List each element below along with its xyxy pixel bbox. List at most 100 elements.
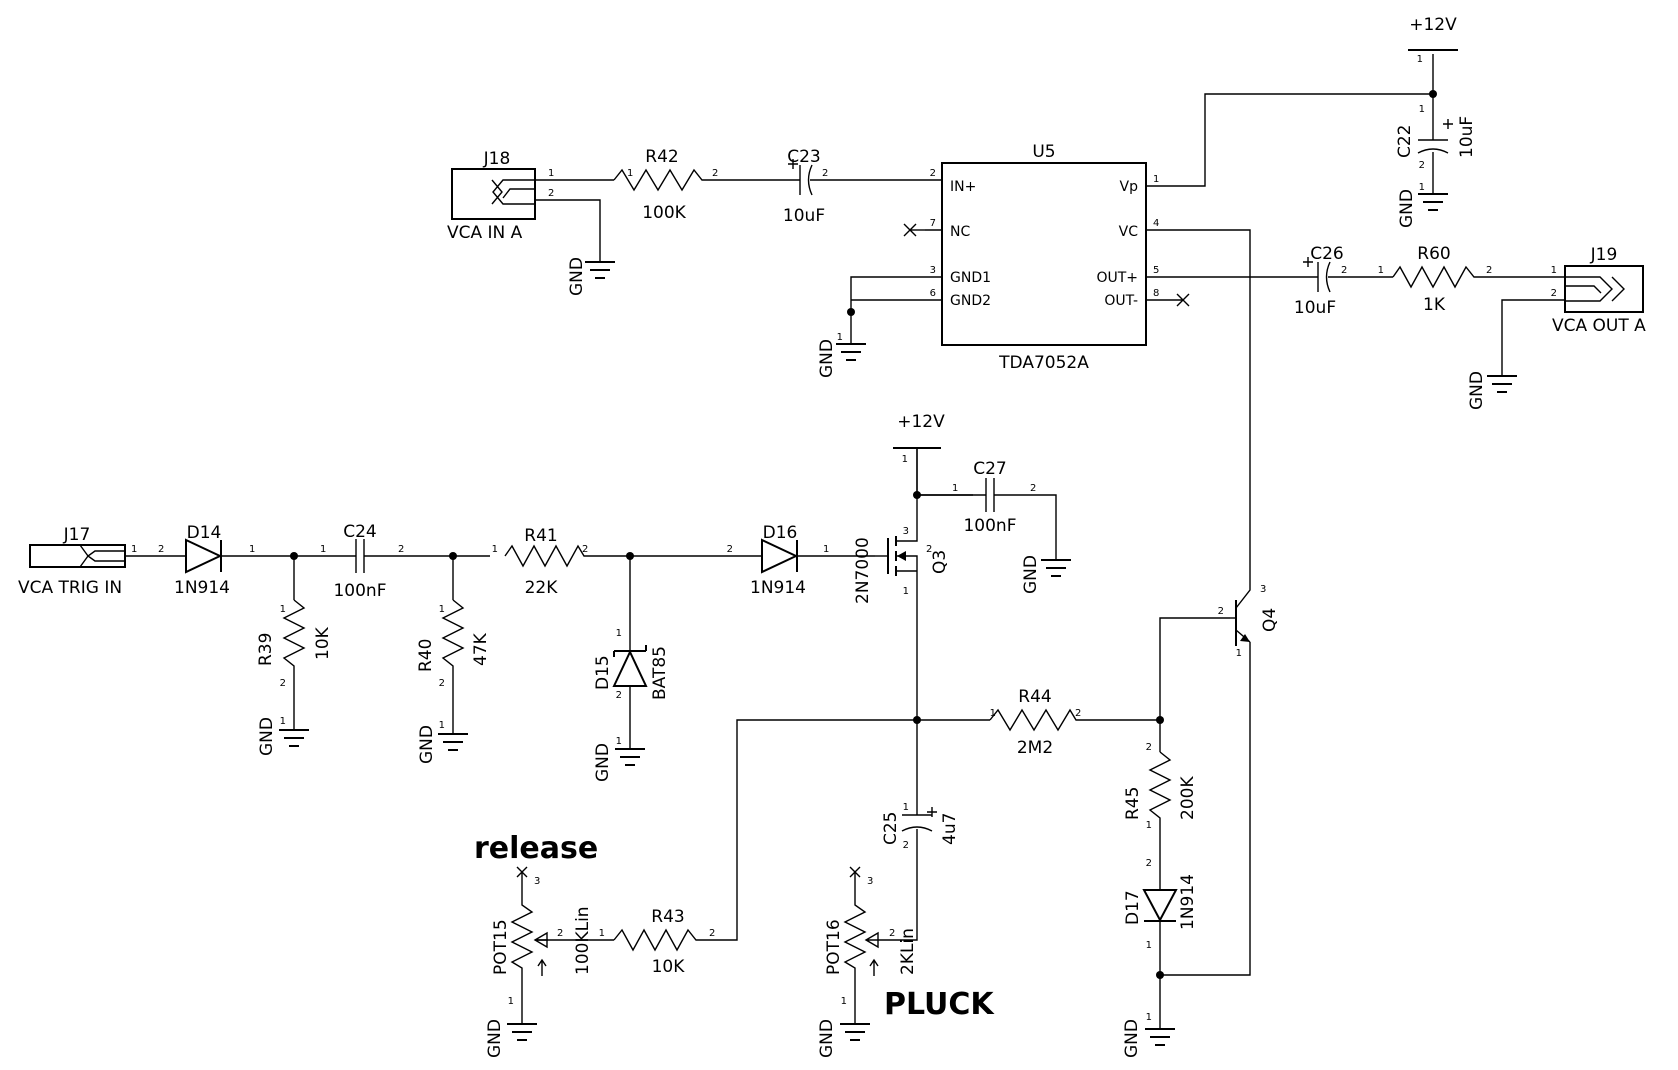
capacitor-c23[interactable]: C23 10uF 2 (779, 147, 828, 226)
resistor-r40[interactable]: R40 47K 1 2 (416, 599, 491, 690)
svg-text:10K: 10K (313, 626, 333, 660)
u5-amplifier: U5 TDA7052A IN+ NC GND1 GND2 Vp VC OUT+ … (925, 142, 1159, 373)
svg-text:2: 2 (1218, 606, 1224, 617)
resistor-r39[interactable]: R39 10K 1 2 (256, 599, 333, 690)
ground-symbols: GND GND 1 GND 1 GND GND 1 GND 1 GND (257, 182, 1517, 1058)
diode-d15[interactable]: D15 BAT85 1 2 (593, 628, 670, 701)
svg-text:1: 1 (492, 544, 498, 555)
svg-text:8: 8 (1153, 288, 1159, 299)
svg-text:GND: GND (485, 1019, 505, 1058)
svg-text:100nF: 100nF (333, 581, 386, 601)
svg-text:1: 1 (548, 168, 554, 179)
capacitor-c22[interactable]: C22 10uF 1 2 (1395, 104, 1477, 171)
svg-text:1: 1 (841, 996, 847, 1007)
svg-text:100nF: 100nF (963, 516, 1016, 536)
svg-text:10uF: 10uF (1457, 116, 1477, 158)
svg-text:GND1: GND1 (950, 270, 991, 286)
svg-text:3: 3 (903, 526, 909, 537)
svg-text:1: 1 (280, 716, 286, 727)
bjt-q4[interactable]: Q4 3 2 1 (1218, 575, 1280, 659)
svg-text:2: 2 (280, 678, 286, 689)
ground-symbol: GND 1 (485, 996, 537, 1058)
svg-text:2: 2 (709, 928, 715, 939)
svg-text:100KLin: 100KLin (573, 906, 593, 975)
svg-text:C22: C22 (1395, 124, 1415, 158)
svg-text:2: 2 (439, 678, 445, 689)
svg-text:1: 1 (1419, 182, 1425, 193)
pot-pot15[interactable]: POT15 100KLin 3 2 (491, 876, 593, 978)
capacitor-c25[interactable]: C25 4u7 1 2 (881, 802, 960, 851)
svg-text:1: 1 (1419, 104, 1425, 115)
capacitor-c24[interactable]: C24 100nF 1 2 (315, 522, 404, 601)
svg-text:D14: D14 (187, 523, 222, 543)
svg-text:1: 1 (952, 483, 958, 494)
ground-symbol: GND 1 (257, 716, 309, 756)
svg-text:Q3: Q3 (930, 550, 950, 574)
svg-text:R45: R45 (1123, 787, 1143, 820)
vcc-label: +12V (1409, 15, 1457, 35)
svg-text:R39: R39 (256, 633, 276, 666)
resistor-r42[interactable]: R42 100K 1 2 (613, 147, 718, 223)
svg-text:1: 1 (903, 802, 909, 813)
resistor-r44[interactable]: R44 2M2 1 2 (989, 687, 1082, 758)
svg-text:NC: NC (950, 224, 970, 240)
svg-text:1: 1 (280, 604, 286, 615)
ground-symbol: GND 1 (1122, 1012, 1175, 1058)
resistor-r43[interactable]: R43 10K 1 2 (599, 907, 716, 977)
j17-connector[interactable]: J17 VCA TRIG IN 1 2 (18, 525, 164, 598)
svg-text:BAT85: BAT85 (650, 646, 670, 700)
mosfet-q3[interactable]: 2N7000 Q3 3 1 2 (853, 526, 950, 604)
resistor-r60[interactable]: R60 1K 1 2 (1378, 244, 1493, 315)
j19-label: VCA OUT A (1552, 316, 1646, 336)
svg-text:5: 5 (1153, 265, 1159, 276)
u5-part: TDA7052A (998, 353, 1089, 373)
svg-text:1: 1 (1153, 174, 1159, 185)
j18-connector[interactable]: J18 VCA IN A 1 2 (447, 149, 554, 243)
svg-text:1: 1 (439, 604, 445, 615)
svg-text:Vp: Vp (1120, 179, 1139, 195)
j17-ref: J17 (63, 525, 91, 545)
capacitor-c26[interactable]: C26 10uF 2 (1294, 244, 1348, 318)
svg-text:2: 2 (616, 690, 622, 701)
svg-text:2: 2 (548, 188, 554, 199)
svg-text:1: 1 (837, 332, 843, 343)
ground-symbol: GND (1467, 371, 1517, 410)
svg-text:2: 2 (1551, 288, 1557, 299)
j19-connector[interactable]: J19 VCA OUT A 1 2 (1551, 245, 1647, 336)
svg-text:100K: 100K (642, 203, 686, 223)
svg-text:4u7: 4u7 (940, 813, 960, 845)
resistor-r45[interactable]: R45 200K 2 1 (1123, 742, 1198, 831)
pot-pot16[interactable]: POT16 2KLin 3 2 (824, 876, 918, 978)
j17-label: VCA TRIG IN (18, 578, 122, 598)
diode-d16[interactable]: D16 1N914 2 1 (727, 523, 830, 598)
svg-text:Q4: Q4 (1260, 608, 1280, 632)
svg-text:2: 2 (398, 544, 404, 555)
svg-text:1: 1 (823, 544, 829, 555)
svg-text:GND: GND (257, 717, 277, 756)
diode-d14[interactable]: D14 1N914 1 (168, 523, 255, 598)
svg-text:2: 2 (1341, 265, 1347, 276)
svg-text:2: 2 (1030, 483, 1036, 494)
svg-text:1: 1 (320, 544, 326, 555)
svg-text:D15: D15 (593, 655, 613, 690)
capacitor-c27[interactable]: C27 100nF 1 2 (917, 459, 1036, 536)
svg-text:3: 3 (930, 265, 936, 276)
svg-text:1: 1 (627, 168, 633, 179)
svg-text:GND: GND (417, 725, 437, 764)
svg-text:C27: C27 (973, 459, 1007, 479)
resistor-r41[interactable]: R41 22K 1 2 (492, 526, 590, 598)
diode-d17[interactable]: D17 1N914 2 1 (1123, 858, 1198, 951)
release-annotation: release (474, 831, 598, 866)
svg-text:10K: 10K (652, 957, 686, 977)
svg-text:1: 1 (1236, 648, 1242, 659)
vcc-label: +12V (897, 412, 945, 432)
svg-text:1: 1 (1146, 940, 1152, 951)
vcc-rail-q3: +12V 1 (893, 412, 945, 495)
svg-text:R44: R44 (1018, 687, 1051, 707)
svg-text:OUT+: OUT+ (1096, 270, 1138, 286)
svg-text:1: 1 (1378, 265, 1384, 276)
svg-text:1K: 1K (1423, 295, 1446, 315)
svg-text:2: 2 (712, 168, 718, 179)
svg-text:1: 1 (1146, 820, 1152, 831)
svg-text:2: 2 (557, 928, 563, 939)
